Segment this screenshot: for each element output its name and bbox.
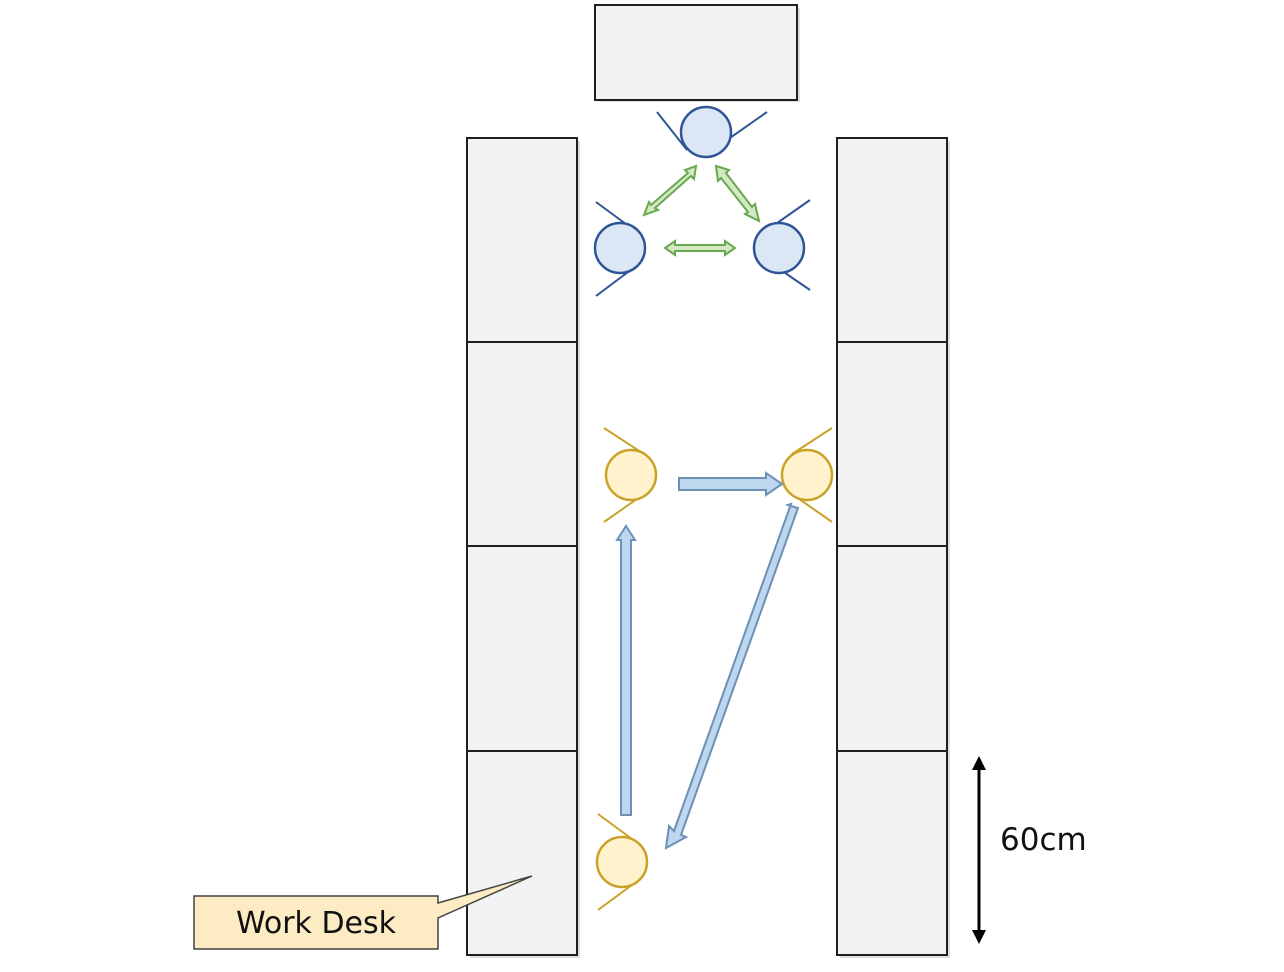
callout-label: Work Desk <box>236 906 397 941</box>
desk-left-1 <box>466 137 578 343</box>
desk-right-2 <box>836 341 948 547</box>
desk-right-3 <box>836 545 948 752</box>
person-seat-icon <box>595 813 649 911</box>
dimension-arrow-icon <box>972 756 986 944</box>
desk-right-1 <box>836 137 948 343</box>
desk-left-3 <box>466 545 578 752</box>
person-seat-icon <box>752 199 811 291</box>
double-arrow-icon <box>642 164 698 217</box>
desk-top <box>594 4 800 102</box>
person-seat-icon <box>656 105 768 159</box>
single-arrow-icon <box>678 471 784 497</box>
double-arrow-icon <box>663 239 737 257</box>
person-seat-icon <box>603 427 658 523</box>
work-desk-callout: Work Desk <box>193 875 533 950</box>
desk-column-left <box>466 137 580 958</box>
desk-left-2 <box>466 341 578 547</box>
single-arrow-icon <box>615 524 637 816</box>
double-arrow-icon <box>714 164 761 223</box>
desk-right-4 <box>836 750 948 956</box>
desk-column-right <box>836 137 950 958</box>
person-seat-icon <box>593 201 647 297</box>
desk-left-4 <box>466 750 578 956</box>
person-seat-icon <box>780 427 834 523</box>
single-arrow-icon <box>664 502 800 850</box>
dimension-label: 60cm <box>1000 822 1087 858</box>
